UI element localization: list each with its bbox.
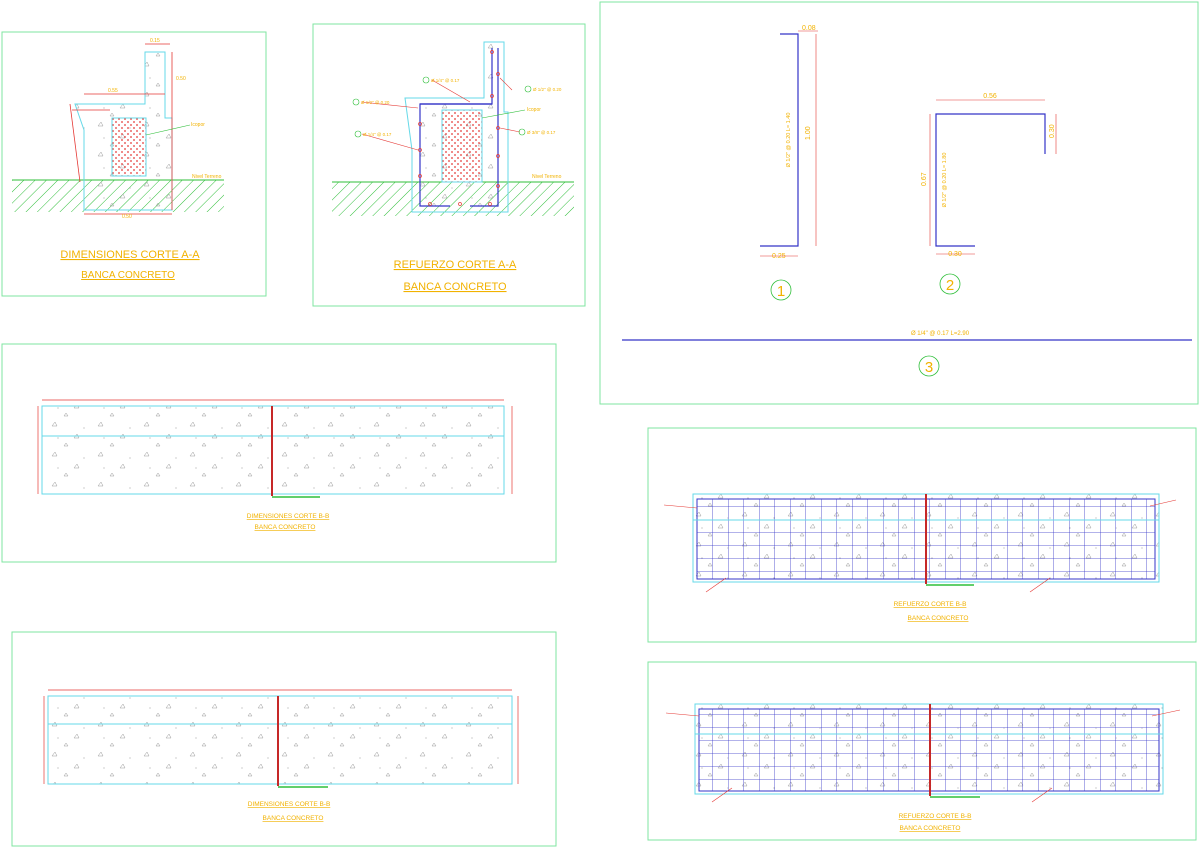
panel-title: REFUERZO CORTE B-B — [899, 813, 972, 820]
bar1-height-dim: 1.00 — [805, 126, 812, 140]
bar2-bottom-dim: 0.30 — [948, 251, 962, 258]
dimension-lines — [69, 43, 173, 215]
callout-1: Ø 1/4" @ 0.17 — [431, 78, 460, 83]
panel-frame — [647, 427, 1197, 643]
icopor-label: Icopor — [527, 107, 541, 113]
bar1-marker: 1 — [777, 283, 785, 300]
ground-level-label: Nivel Terreno — [532, 174, 562, 180]
panel-frame — [1, 31, 267, 297]
panel-subtitle: BANCA CONCRETO — [403, 281, 507, 293]
callout-3: Ø 1/2" @ 0.20 — [361, 100, 390, 105]
callout-5: Ø 3/8" @ 0.17 — [527, 130, 556, 135]
bench-elevation — [47, 695, 513, 785]
panel-frame — [1, 343, 557, 563]
bar2-height-dim: 0.67 — [921, 172, 928, 186]
panel-title: REFUERZO CORTE B-B — [894, 601, 967, 608]
ground-level-label: Nivel Terreno — [192, 174, 222, 180]
rebar-bar-1 — [760, 33, 799, 247]
panel-subtitle: BANCA CONCRETO — [255, 524, 316, 531]
panel-dimensiones-corte-b-b-2: DIMENSIONES CORTE B-B BANCA CONCRETO — [11, 631, 557, 847]
panel-subtitle: BANCA CONCRETO — [900, 825, 961, 832]
bar1-top-dim: 0.08 — [802, 25, 816, 32]
svg-text:0.15: 0.15 — [150, 38, 160, 44]
panel-dimensiones-corte-b-b-1: DIMENSIONES CORTE B-B BANCA CONCRETO — [1, 343, 557, 563]
bar2-right-dim: 0.30 — [1049, 124, 1056, 138]
callout-leaders — [361, 77, 521, 151]
panel-subtitle: BANCA CONCRETO — [908, 615, 969, 622]
panel-title: DIMENSIONES CORTE A-A — [60, 249, 200, 261]
bar3-spec: Ø 1/4" @ 0.17 L=2.90 — [911, 331, 970, 337]
bar3-marker: 3 — [925, 359, 933, 376]
rebar-bar-2 — [935, 113, 1046, 247]
rebar-dots — [418, 50, 500, 206]
bar2-spec: Ø 1/2" @ 0.20 L= 1.80 — [942, 153, 948, 208]
panel-title: DIMENSIONES CORTE B-B — [247, 513, 330, 520]
panel-refuerzo-corte-a-a: Ø 1/4" @ 0.17 Ø 1/2" @ 0.20 Ø 1/2" @ 0.2… — [312, 23, 586, 307]
callout-4: Ø 1/4" @ 0.17 — [363, 132, 392, 137]
panel-frame — [11, 631, 557, 847]
panel-frame — [647, 661, 1197, 841]
bar2-marker: 2 — [946, 277, 954, 294]
icopor-label: Icopor — [191, 122, 205, 128]
panel-frame — [599, 1, 1199, 405]
panel-title: DIMENSIONES CORTE B-B — [248, 801, 331, 808]
svg-text:0.50: 0.50 — [122, 214, 132, 220]
bar2-top-dim: 0.56 — [983, 93, 997, 100]
bar1-bottom-dim: 0.25 — [772, 253, 786, 260]
svg-text:0.55: 0.55 — [108, 88, 118, 94]
icopor-void — [441, 109, 483, 183]
panel-refuerzo-corte-b-b-2: REFUERZO CORTE B-B BANCA CONCRETO — [647, 661, 1197, 841]
panel-subtitle: BANCA CONCRETO — [81, 270, 175, 281]
panel-refuerzo-corte-b-b-1: REFUERZO CORTE B-B BANCA CONCRETO — [647, 427, 1197, 643]
panel-rebar-details: 0.08 0.25 1.00 Ø 1/2" @ 0.20 L= 1.40 1 0… — [599, 1, 1199, 405]
svg-text:0.50: 0.50 — [176, 76, 186, 82]
panel-title: REFUERZO CORTE A-A — [394, 259, 517, 271]
panel-frame — [312, 23, 586, 307]
panel-dimensiones-corte-a-a: 0.15 0.55 0.50 0.50 Icopor Nivel Terreno… — [1, 31, 267, 297]
rebar-lines — [419, 48, 499, 207]
bar1-spec: Ø 1/2" @ 0.20 L= 1.40 — [786, 113, 792, 168]
panel-subtitle: BANCA CONCRETO — [263, 815, 324, 822]
callout-2: Ø 1/2" @ 0.20 — [533, 87, 562, 92]
icopor-void — [111, 117, 147, 177]
